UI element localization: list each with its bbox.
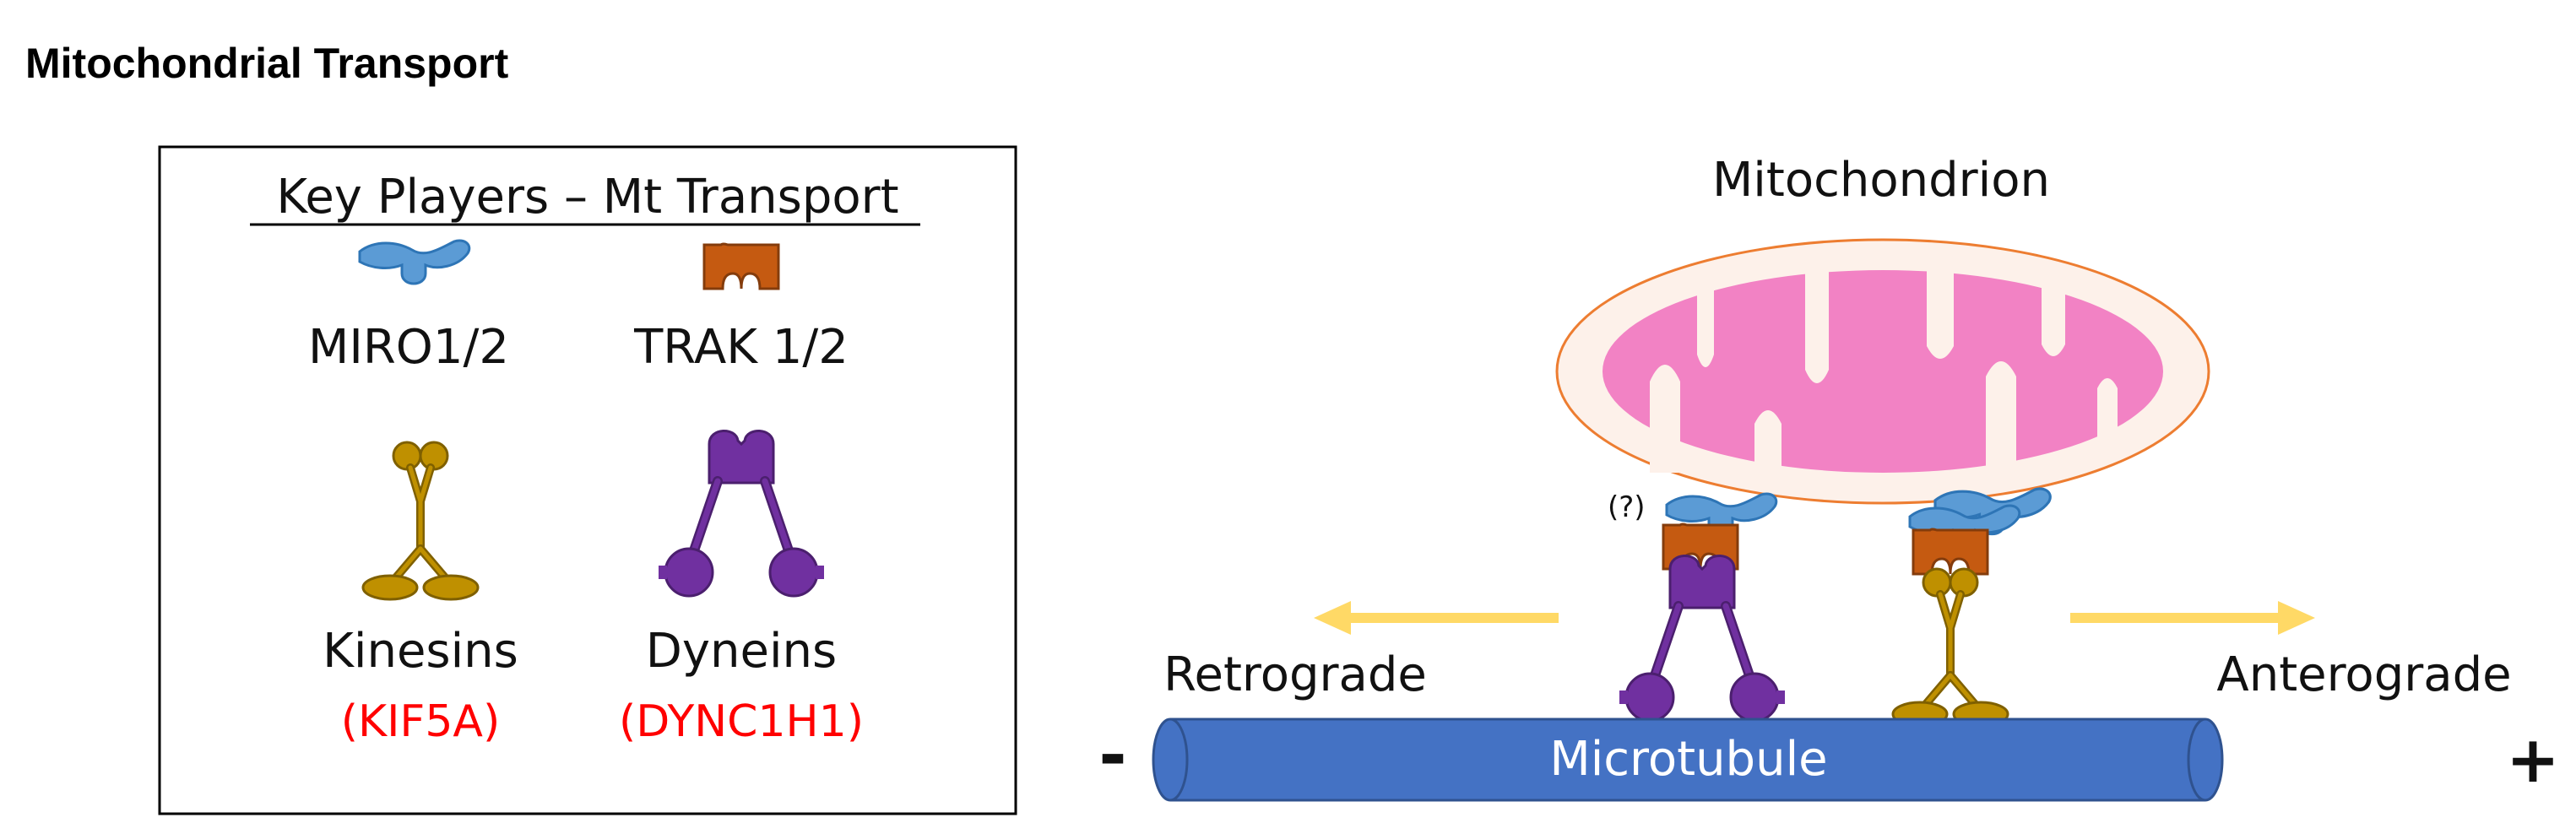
figure-title: Mitochondrial Transport <box>25 40 509 87</box>
mitochondrion <box>1555 238 2210 505</box>
legend-label-kinesin: Kinesins <box>323 624 518 679</box>
plus-end-marker: + <box>2506 722 2560 797</box>
legend-heading: Key Players – Mt Transport <box>276 170 898 225</box>
trak-icon <box>1912 528 1989 576</box>
legend-gene-kinesin: (KIF5A) <box>341 696 501 747</box>
retrograde-label: Retrograde <box>1163 647 1427 702</box>
uncertain-marker: (?) <box>1608 490 1646 524</box>
anterograde-arrow <box>2070 601 2315 635</box>
microtubule-label: Microtubule <box>1549 732 1827 787</box>
dynein-icon <box>1619 555 1785 721</box>
legend-box: Key Players – Mt Transport MIRO1/2 TRAK … <box>158 145 1017 815</box>
anterograde-label: Anterograde <box>2216 647 2511 702</box>
kinesin-transport-complex <box>1893 504 2021 726</box>
trak-icon <box>702 242 780 290</box>
legend-label-dynein: Dyneins <box>646 624 837 679</box>
mitochondrion-label: Mitochondrion <box>1712 153 2050 208</box>
legend-gene-dynein: (DYNC1H1) <box>619 696 864 747</box>
cristae <box>1650 268 2118 474</box>
microtubule <box>1152 718 2224 802</box>
kinesin-icon <box>1893 569 2008 726</box>
legend-label-trak: TRAK 1/2 <box>633 320 849 375</box>
mitochondrion-matrix <box>1603 270 2163 473</box>
minus-end-marker: - <box>1098 716 1126 794</box>
legend-label-miro: MIRO1/2 <box>308 320 509 375</box>
retrograde-arrow <box>1314 601 1559 635</box>
dynein-transport-complex <box>1619 492 1785 721</box>
